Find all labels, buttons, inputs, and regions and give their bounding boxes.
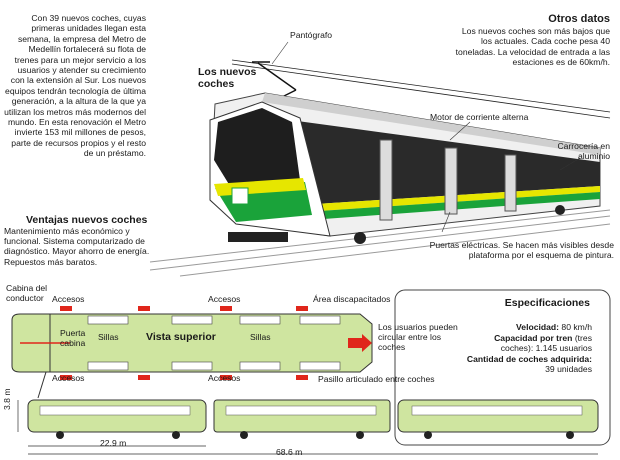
label-accesos-top-1: Accesos — [52, 294, 85, 304]
otros-datos-title: Otros datos — [548, 13, 610, 25]
label-accesos-top-2: Accesos — [208, 294, 241, 304]
leader-lines — [271, 41, 581, 233]
spec-title: Especificaciones — [504, 297, 590, 309]
label-motor: Motor de corriente alterna — [430, 112, 529, 122]
label-vista-superior: Vista superior — [146, 331, 216, 343]
door-marks — [60, 306, 308, 380]
label-pasillo: Pasillo articulado entre coches — [318, 374, 435, 384]
label-usuarios-circular: Los usuarios pueden circular entre los c… — [378, 322, 458, 352]
ventajas-title: Ventajas nuevos coches — [26, 214, 148, 226]
label-accesos-bottom-1: Accesos — [52, 373, 85, 383]
plan-view — [11, 289, 611, 455]
dim-total-length: 68.6 m — [276, 447, 303, 457]
train-illustration — [149, 41, 611, 277]
train-body — [209, 92, 601, 244]
spec-velocidad-label: Velocidad: — [516, 322, 560, 332]
label-nuevos-coches: Los nuevos coches — [198, 66, 257, 90]
dim-height: 3.8 m — [2, 388, 12, 411]
spec-body: Velocidad: 80 km/h Capacidad por tren (t… — [462, 322, 592, 375]
intro-text: Con 39 nuevos coches, cuyas primeras uni… — [4, 13, 146, 159]
label-pantografo: Pantógrafo — [290, 30, 333, 40]
label-area-discapacitados: Área discapacitados — [313, 294, 391, 304]
spec-capacidad-value: (tres coches): 1.145 usuarios — [500, 332, 592, 354]
label-sillas-1: Sillas — [98, 332, 119, 342]
label-carroceria: Carrocería en aluminio — [557, 141, 610, 161]
spec-velocidad-value: 80 km/h — [561, 322, 592, 332]
seats — [87, 315, 341, 371]
side-elevation — [27, 399, 599, 439]
label-puertas: Puertas eléctricas. Se hacen más visible… — [429, 240, 614, 260]
spec-capacidad-label: Capacidad por tren — [494, 332, 573, 343]
label-cabina: Cabina del conductor — [6, 283, 48, 303]
ventajas-body: Mantenimiento más económico y funcional.… — [4, 226, 150, 267]
dim-car-length: 22.9 m — [100, 438, 127, 448]
overhead-wires — [231, 59, 611, 119]
label-puerta-cabina: Puerta cabina — [60, 328, 86, 348]
rails — [149, 209, 611, 277]
spec-cantidad-value: 39 unidades — [545, 364, 592, 375]
label-sillas-2: Sillas — [250, 332, 271, 342]
otros-datos-body: Los nuevos coches son más bajos que los … — [455, 26, 610, 68]
spec-cantidad-label: Cantidad de coches adquirida: — [466, 353, 592, 364]
dimension-lines — [17, 400, 598, 455]
label-accesos-bottom-2: Accesos — [208, 373, 241, 383]
